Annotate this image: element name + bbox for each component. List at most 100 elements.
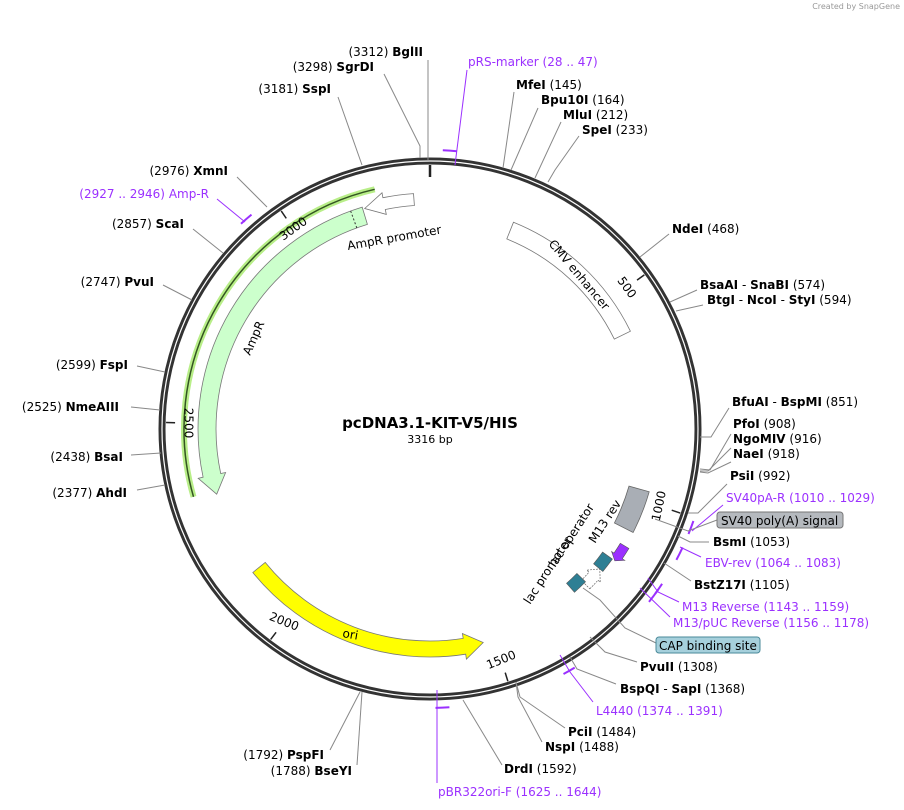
enzyme-cut-position: (212): [596, 108, 628, 122]
enzyme-label-pvuii[interactable]: PvuII (1308): [640, 660, 718, 674]
enzyme-cut-position: (164): [592, 93, 624, 107]
enzyme-label-fspi[interactable]: (2599) FspI: [56, 358, 128, 372]
enzyme-label-bspqi-sapi[interactable]: BspQI - SapI (1368): [620, 682, 745, 696]
primer-label-amp-r[interactable]: (2927 .. 2946) Amp-R: [79, 187, 209, 201]
enzyme-leader-line: [329, 691, 361, 751]
enzyme-leader-line: [677, 535, 709, 543]
enzyme-label-sgrdi[interactable]: (3298) SgrDI: [293, 60, 374, 74]
enzyme-leader-line: [699, 433, 732, 471]
enzyme-label-pfoi[interactable]: PfoI (908): [733, 417, 796, 431]
sv40-polya-feature[interactable]: [613, 485, 650, 534]
enzyme-label-bsai[interactable]: (2438) BsaI: [50, 450, 123, 464]
enzyme-label-pcii[interactable]: PciI (1484): [568, 725, 636, 739]
enzyme-cut-position: (2976): [150, 164, 190, 178]
enzyme-name: ScaI: [156, 217, 184, 231]
enzyme-label-bpu10i[interactable]: Bpu10I (164): [541, 93, 625, 107]
primer-name: pBR322ori-F: [438, 785, 512, 799]
primer-leader-line: [216, 198, 246, 223]
enzyme-label-bglii[interactable]: (3312) BglII: [348, 45, 423, 59]
backbone-inner-gap: [161, 160, 699, 698]
enzyme-label-bstz17i[interactable]: BstZ17I (1105): [694, 578, 790, 592]
enzyme-leader-line: [162, 284, 193, 301]
enzyme-name: PciI: [568, 725, 593, 739]
enzyme-name: DrdI: [504, 762, 533, 776]
enzyme-name: BfuAI: [732, 395, 769, 409]
enzyme-cut-position: (3298): [293, 60, 333, 74]
ampr-promoter-arrow[interactable]: [363, 192, 415, 215]
enzyme-label-pvui[interactable]: (2747) PvuI: [81, 275, 154, 289]
amp-r-strand: [183, 188, 375, 498]
enzyme-label-nmeaiii[interactable]: (2525) NmeAIII: [22, 400, 119, 414]
enzyme-leader-line: [383, 73, 421, 158]
primer-leader-line: [559, 654, 594, 703]
primer-label-l4440[interactable]: L4440 (1374 .. 1391): [596, 704, 723, 718]
tick-mark: [280, 210, 287, 219]
enzyme-name: NspI: [545, 740, 575, 754]
enzyme-label-nspi[interactable]: NspI (1488): [545, 740, 619, 754]
primer-leader-line: [679, 546, 702, 558]
enzyme-label-spei[interactable]: SpeI (233): [582, 123, 648, 137]
enzyme-label-mlui[interactable]: MluI (212): [563, 108, 628, 122]
enzyme-name: BsaI: [94, 450, 123, 464]
feature-label-ori: ori: [341, 626, 359, 642]
enzyme-label-mfei[interactable]: MfeI (145): [516, 78, 582, 92]
enzyme-name: NmeAIII: [66, 400, 119, 414]
primer-range: (28 .. 47): [543, 55, 598, 69]
primer-label-ebv-rev[interactable]: EBV-rev (1064 .. 1083): [705, 556, 841, 570]
primer-name: EBV-rev: [705, 556, 751, 570]
primer-label-sv40pa-r[interactable]: SV40pA-R (1010 .. 1029): [726, 491, 875, 505]
primer-label-m13-reverse[interactable]: M13 Reverse (1143 .. 1159): [682, 600, 849, 614]
enzyme-label-bseyi[interactable]: (1788) BseYI: [271, 764, 352, 778]
ampr-feature-arrow[interactable]: [197, 206, 368, 495]
enzyme-cut-position: (918): [768, 447, 800, 461]
primer-label-prs-marker[interactable]: pRS-marker (28 .. 47): [468, 55, 598, 69]
enzyme-leader-line: [236, 176, 268, 208]
enzyme-name: PsiI: [730, 469, 754, 483]
enzyme-label-scai[interactable]: (2857) ScaI: [112, 217, 184, 231]
primer-range: (1010 .. 1029): [789, 491, 875, 505]
ori-feature-arrow[interactable]: [252, 561, 484, 660]
enzyme-label-btgi-ncoi-styi[interactable]: BtgI - NcoI - StyI (594): [707, 293, 852, 307]
enzyme-label-bsaai-snabi[interactable]: BsaAI - SnaBI (574): [700, 278, 825, 292]
enzyme-name: StyI: [789, 293, 816, 307]
primer-name: SV40pA-R: [726, 491, 785, 505]
primer-leader-line: [454, 69, 468, 166]
enzyme-name: BsmI: [713, 535, 746, 549]
enzyme-label-ahdi[interactable]: (2377) AhdI: [52, 486, 127, 500]
enzyme-label-naei[interactable]: NaeI (918): [733, 447, 800, 461]
m13-rev-arrow[interactable]: [611, 542, 630, 562]
enzyme-label-drdi[interactable]: DrdI (1592): [504, 762, 577, 776]
enzyme-separator: -: [769, 395, 781, 409]
plasmid-length: 3316 bp: [407, 433, 452, 446]
enzyme-label-bfuai-bspmi[interactable]: BfuAI - BspMI (851): [732, 395, 858, 409]
primer-label-pbr322ori-f[interactable]: pBR322ori-F (1625 .. 1644): [438, 785, 601, 799]
primer-name: Amp-R: [169, 187, 209, 201]
enzyme-label-sspi[interactable]: (3181) SspI: [258, 82, 331, 96]
enzyme-label-psii[interactable]: PsiI (992): [730, 469, 790, 483]
lac-operator-feature[interactable]: [593, 551, 613, 572]
enzyme-name: FspI: [100, 358, 128, 372]
cap-binding-site-feature[interactable]: [566, 572, 586, 593]
enzyme-label-ndei[interactable]: NdeI (468): [672, 222, 739, 236]
enzyme-name: PvuI: [124, 275, 154, 289]
enzyme-cut-position: (1792): [243, 748, 283, 762]
enzyme-label-bsmi[interactable]: BsmI (1053): [713, 535, 790, 549]
enzyme-separator: -: [660, 682, 672, 696]
enzyme-label-pspfi[interactable]: (1792) PspFI: [243, 748, 324, 762]
enzyme-leader-line: [639, 233, 670, 258]
cmv-enhancer-feature[interactable]: [506, 221, 631, 340]
enzyme-cut-position: (1308): [678, 660, 718, 674]
enzyme-label-ngomiv[interactable]: NgoMIV (916): [733, 432, 822, 446]
primer-range: (1625 .. 1644): [516, 785, 602, 799]
enzyme-label-xmni[interactable]: (2976) XmnI: [150, 164, 229, 178]
enzyme-cut-position: (916): [789, 432, 821, 446]
lac-promoter-arrow[interactable]: [580, 568, 601, 590]
enzyme-name: SnaBI: [750, 278, 789, 292]
primer-label-m13-puc-reverse[interactable]: M13/pUC Reverse (1156 .. 1178): [673, 616, 869, 630]
enzyme-leader-line: [688, 483, 728, 514]
enzyme-leader-line: [700, 407, 730, 438]
feature-label-cmv-enhancer: CMV enhancer: [546, 237, 613, 313]
enzyme-cut-position: (145): [550, 78, 582, 92]
enzyme-leader-line: [547, 135, 580, 183]
enzyme-cut-position: (1488): [579, 740, 619, 754]
